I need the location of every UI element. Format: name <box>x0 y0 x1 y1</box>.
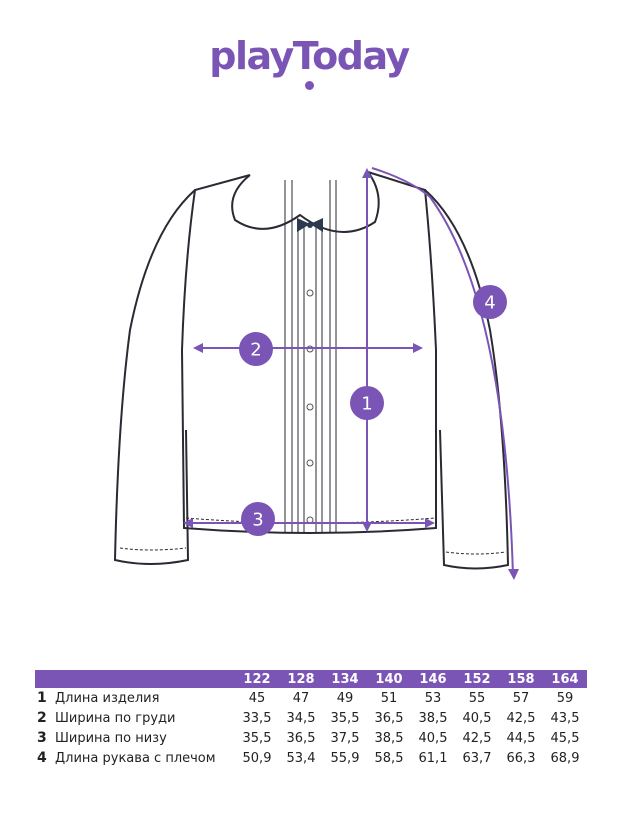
table-cell: 68,9 <box>550 750 580 766</box>
size-header: 152 <box>455 670 499 688</box>
size-header-row: 122 128 134 140 146 152 158 164 <box>35 670 587 688</box>
row-number: 2 <box>37 710 47 726</box>
bow-icon <box>297 218 323 232</box>
size-header: 128 <box>279 670 323 688</box>
table-cell: 36,5 <box>374 710 404 726</box>
size-header: 134 <box>323 670 367 688</box>
size-header: 158 <box>499 670 543 688</box>
marker-3: 3 <box>241 502 275 536</box>
table-cell: 58,5 <box>374 750 404 766</box>
table-cell: 37,5 <box>330 730 360 746</box>
table-cell: 57 <box>512 690 530 706</box>
buttons <box>306 289 314 524</box>
row-number: 4 <box>37 750 47 766</box>
table-cell: 66,3 <box>506 750 536 766</box>
table-cell: 34,5 <box>286 710 316 726</box>
table-row: 3 Ширина по низу 35,5 36,5 37,5 38,5 40,5 42,5 4… <box>35 728 587 748</box>
row-label: Ширина по низу <box>55 730 167 746</box>
table-cell: 42,5 <box>506 710 536 726</box>
table-cell: 40,5 <box>462 710 492 726</box>
size-header: 146 <box>411 670 455 688</box>
table-cell: 53,4 <box>286 750 316 766</box>
size-table: 122 128 134 140 146 152 158 164 1 Длина и… <box>35 670 587 768</box>
table-cell: 59 <box>556 690 574 706</box>
marker-4: 4 <box>473 285 507 319</box>
table-cell: 45,5 <box>550 730 580 746</box>
table-cell: 43,5 <box>550 710 580 726</box>
table-cell: 40,5 <box>418 730 448 746</box>
brand-logo: playToday <box>209 34 410 78</box>
table-cell: 55 <box>468 690 486 706</box>
arrowheads <box>183 168 519 580</box>
table-cell: 63,7 <box>462 750 492 766</box>
table-cell: 38,5 <box>374 730 404 746</box>
table-cell: 53 <box>424 690 442 706</box>
table-cell: 51 <box>380 690 398 706</box>
measurement-lines <box>186 167 514 577</box>
row-number: 3 <box>37 730 47 746</box>
svg-text:3: 3 <box>252 510 263 531</box>
table-cell: 55,9 <box>330 750 360 766</box>
table-row: 1 Длина изделия 45 47 49 51 53 55 57 59 <box>35 688 587 708</box>
garment-sketch: 1 2 3 4 <box>113 167 519 580</box>
table-cell: 61,1 <box>418 750 448 766</box>
svg-text:2: 2 <box>250 340 261 361</box>
blouse-outline <box>113 171 510 570</box>
table-row: 4 Длина рукава с плечом 50,9 53,4 55,9 58,5 61… <box>35 748 587 768</box>
table-cell: 36,5 <box>286 730 316 746</box>
row-label: Длина изделия <box>55 690 160 706</box>
table-cell: 35,5 <box>242 730 272 746</box>
svg-text:1: 1 <box>361 394 372 415</box>
marker-1: 1 <box>350 386 384 420</box>
row-label: Длина рукава с плечом <box>55 750 216 766</box>
table-row: 2 Ширина по груди 33,5 34,5 35,5 36,5 38,5 40,5… <box>35 708 587 728</box>
table-cell: 44,5 <box>506 730 536 746</box>
marker-2: 2 <box>239 332 273 366</box>
row-label: Ширина по груди <box>55 710 176 726</box>
table-cell: 33,5 <box>242 710 272 726</box>
size-header: 140 <box>367 670 411 688</box>
table-cell: 47 <box>292 690 310 706</box>
table-cell: 38,5 <box>418 710 448 726</box>
table-cell: 45 <box>248 690 266 706</box>
svg-text:4: 4 <box>484 293 495 314</box>
table-cell: 50,9 <box>242 750 272 766</box>
size-header: 164 <box>543 670 587 688</box>
table-cell: 49 <box>336 690 354 706</box>
table-cell: 42,5 <box>462 730 492 746</box>
brand-logo-dot <box>305 81 314 90</box>
row-number: 1 <box>37 690 47 706</box>
table-cell: 35,5 <box>330 710 360 726</box>
size-header: 122 <box>235 670 279 688</box>
